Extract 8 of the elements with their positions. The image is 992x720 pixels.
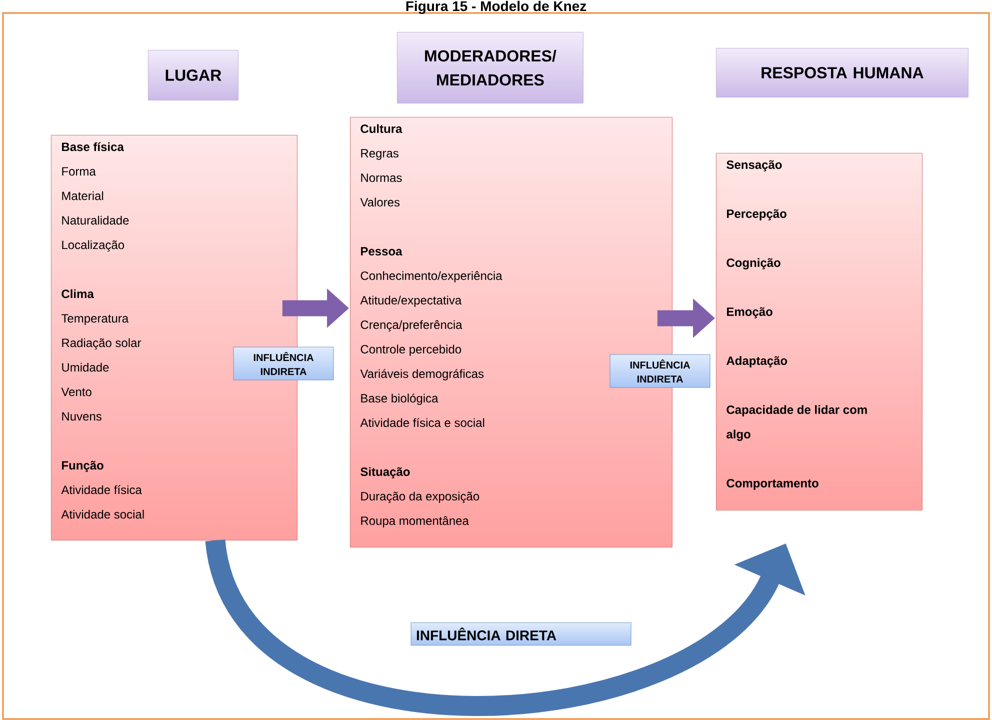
header-box: MODERADORES/ MEDIADORES <box>397 32 584 104</box>
edge-label: INFLUÊNCIA INDIRETA <box>233 346 334 380</box>
list-box: Sensação Percepção Cognição Emoção Adaptação Capacidade de lidar com algo Comportamento <box>716 153 922 510</box>
header-box: RESPOSTA HUMANA <box>716 48 968 98</box>
edge-label: INFLUÊNCIA DIRETA <box>410 622 632 646</box>
header-box: LUGAR <box>148 50 238 100</box>
edge-label: INFLUÊNCIA INDIRETA <box>610 354 710 388</box>
title: Figura 15 - Modelo de Knez <box>406 0 586 14</box>
